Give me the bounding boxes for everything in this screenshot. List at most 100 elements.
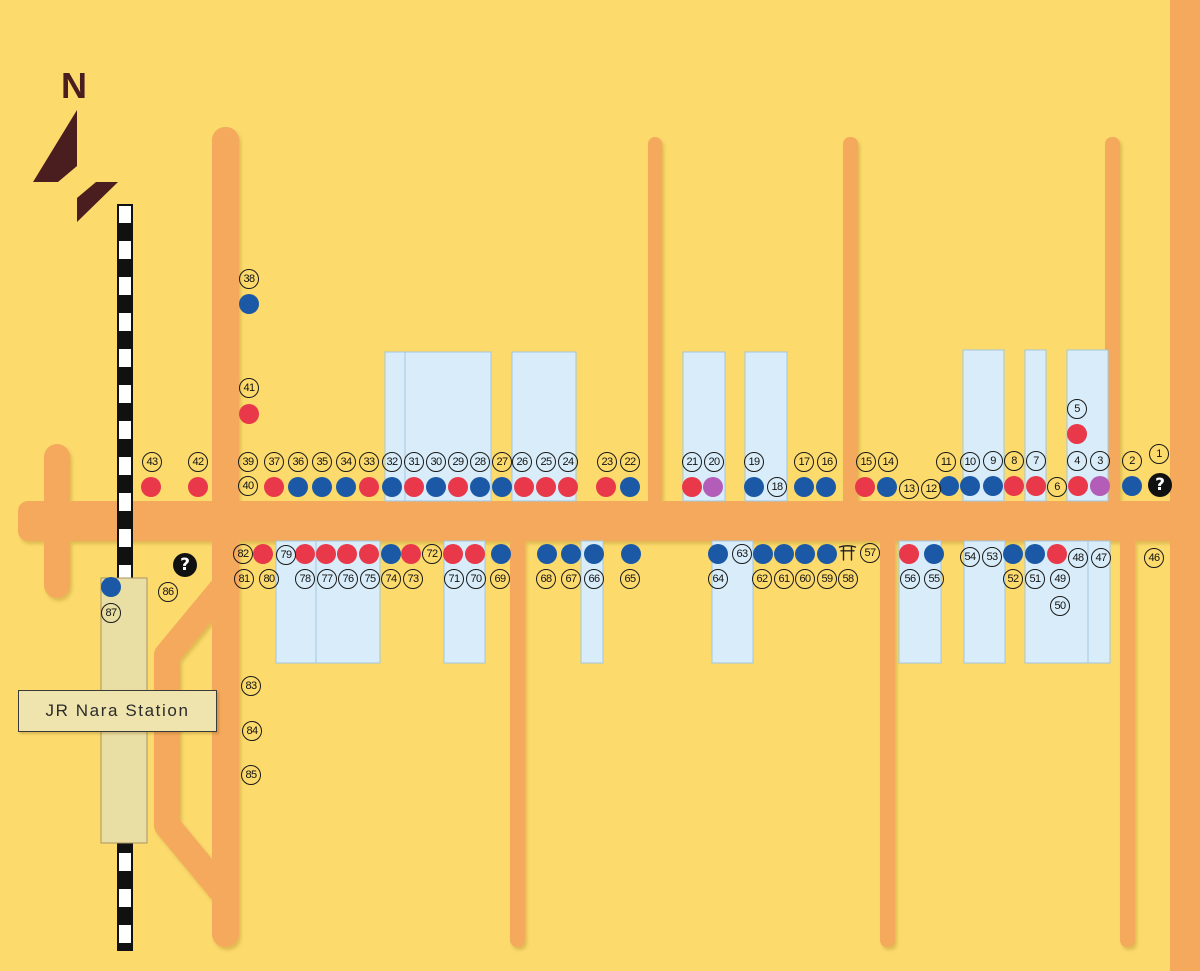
- marker-number-16: 16: [817, 452, 837, 472]
- marker-number-31: 31: [404, 452, 424, 472]
- shop-dot-blue: [983, 476, 1003, 496]
- marker-number-36: 36: [288, 452, 308, 472]
- marker-number-51: 51: [1025, 569, 1045, 589]
- shop-dot-blue: [795, 544, 815, 564]
- marker-number-27: 27: [492, 452, 512, 472]
- marker-number-64: 64: [708, 569, 728, 589]
- marker-number-39: 39: [238, 452, 258, 472]
- shop-dot-red: [337, 544, 357, 564]
- marker-number-67: 67: [561, 569, 581, 589]
- shop-dot-red: [316, 544, 336, 564]
- shop-dot-blue: [288, 477, 308, 497]
- marker-number-11: 11: [936, 452, 956, 472]
- marker-number-72: 72: [422, 544, 442, 564]
- marker-number-84: 84: [242, 721, 262, 741]
- marker-number-71: 71: [444, 569, 464, 589]
- question-mark-icon: ?: [1148, 473, 1172, 497]
- east-edge-road: [1170, 0, 1200, 971]
- marker-number-26: 26: [512, 452, 532, 472]
- marker-number-81: 81: [234, 569, 254, 589]
- marker-number-32: 32: [382, 452, 402, 472]
- marker-number-73: 73: [403, 569, 423, 589]
- marker-number-1: 1: [1149, 444, 1169, 464]
- marker-number-58: 58: [838, 569, 858, 589]
- marker-number-6: 6: [1047, 477, 1067, 497]
- arcade-block: [404, 351, 492, 502]
- marker-number-38: 38: [239, 269, 259, 289]
- marker-number-75: 75: [360, 569, 380, 589]
- shop-dot-blue: [939, 476, 959, 496]
- marker-number-10: 10: [960, 452, 980, 472]
- south-side-street-2: [880, 520, 895, 947]
- shop-dot-blue: [708, 544, 728, 564]
- marker-number-82: 82: [233, 544, 253, 564]
- south-side-street-3: [1120, 520, 1135, 947]
- shop-dot-red: [682, 477, 702, 497]
- shop-dot-red: [359, 477, 379, 497]
- shop-dot-blue: [960, 476, 980, 496]
- marker-number-85: 85: [241, 765, 261, 785]
- marker-number-7: 7: [1026, 451, 1046, 471]
- marker-number-80: 80: [259, 569, 279, 589]
- marker-number-54: 54: [960, 547, 980, 567]
- marker-number-9: 9: [983, 451, 1003, 471]
- north-side-street-1: [648, 137, 662, 517]
- marker-number-12: 12: [921, 479, 941, 499]
- shop-dot-red: [465, 544, 485, 564]
- shop-dot-red: [141, 477, 161, 497]
- shop-dot-blue: [1122, 476, 1142, 496]
- shop-dot-blue: [817, 544, 837, 564]
- marker-number-2: 2: [1122, 451, 1142, 471]
- marker-number-74: 74: [381, 569, 401, 589]
- marker-number-69: 69: [490, 569, 510, 589]
- north-side-street-2: [843, 137, 858, 517]
- shop-dot-blue: [561, 544, 581, 564]
- marker-number-5: 5: [1067, 399, 1087, 419]
- shop-dot-red: [1004, 476, 1024, 496]
- shop-dot-red: [359, 544, 379, 564]
- torii-gate-icon: [838, 545, 857, 561]
- shop-dot-blue: [492, 477, 512, 497]
- marker-number-55: 55: [924, 569, 944, 589]
- marker-number-25: 25: [536, 452, 556, 472]
- marker-number-28: 28: [470, 452, 490, 472]
- shop-dot-red: [404, 477, 424, 497]
- marker-number-76: 76: [338, 569, 358, 589]
- shop-dot-red: [1047, 544, 1067, 564]
- marker-number-48: 48: [1068, 548, 1088, 568]
- shop-dot-blue: [584, 544, 604, 564]
- marker-number-79: 79: [276, 545, 296, 565]
- shop-dot-red: [401, 544, 421, 564]
- marker-number-4: 4: [1067, 451, 1087, 471]
- marker-number-35: 35: [312, 452, 332, 472]
- shop-dot-red: [855, 477, 875, 497]
- shop-dot-blue: [620, 477, 640, 497]
- arcade-block: [744, 351, 788, 502]
- question-mark-icon: ?: [173, 553, 197, 577]
- shop-dot-red: [1067, 424, 1087, 444]
- road-network: [18, 0, 1200, 971]
- shop-dot-red: [596, 477, 616, 497]
- shop-dot-blue: [877, 477, 897, 497]
- shop-dot-red: [253, 544, 273, 564]
- marker-number-86: 86: [158, 582, 178, 602]
- shop-dot-blue: [816, 477, 836, 497]
- marker-number-70: 70: [466, 569, 486, 589]
- shop-dot-purple: [703, 477, 723, 497]
- marker-number-50: 50: [1050, 596, 1070, 616]
- marker-number-78: 78: [295, 569, 315, 589]
- marker-number-30: 30: [426, 452, 446, 472]
- shop-dot-blue: [239, 294, 259, 314]
- shop-dot-red: [443, 544, 463, 564]
- north-label: N: [61, 65, 87, 106]
- marker-number-20: 20: [704, 452, 724, 472]
- marker-number-24: 24: [558, 452, 578, 472]
- shop-dot-red: [239, 404, 259, 424]
- shop-dot-red: [448, 477, 468, 497]
- marker-number-57: 57: [860, 543, 880, 563]
- shop-dot-blue: [491, 544, 511, 564]
- shop-dot-red: [1068, 476, 1088, 496]
- marker-number-56: 56: [900, 569, 920, 589]
- north-side-street-3: [1105, 137, 1120, 517]
